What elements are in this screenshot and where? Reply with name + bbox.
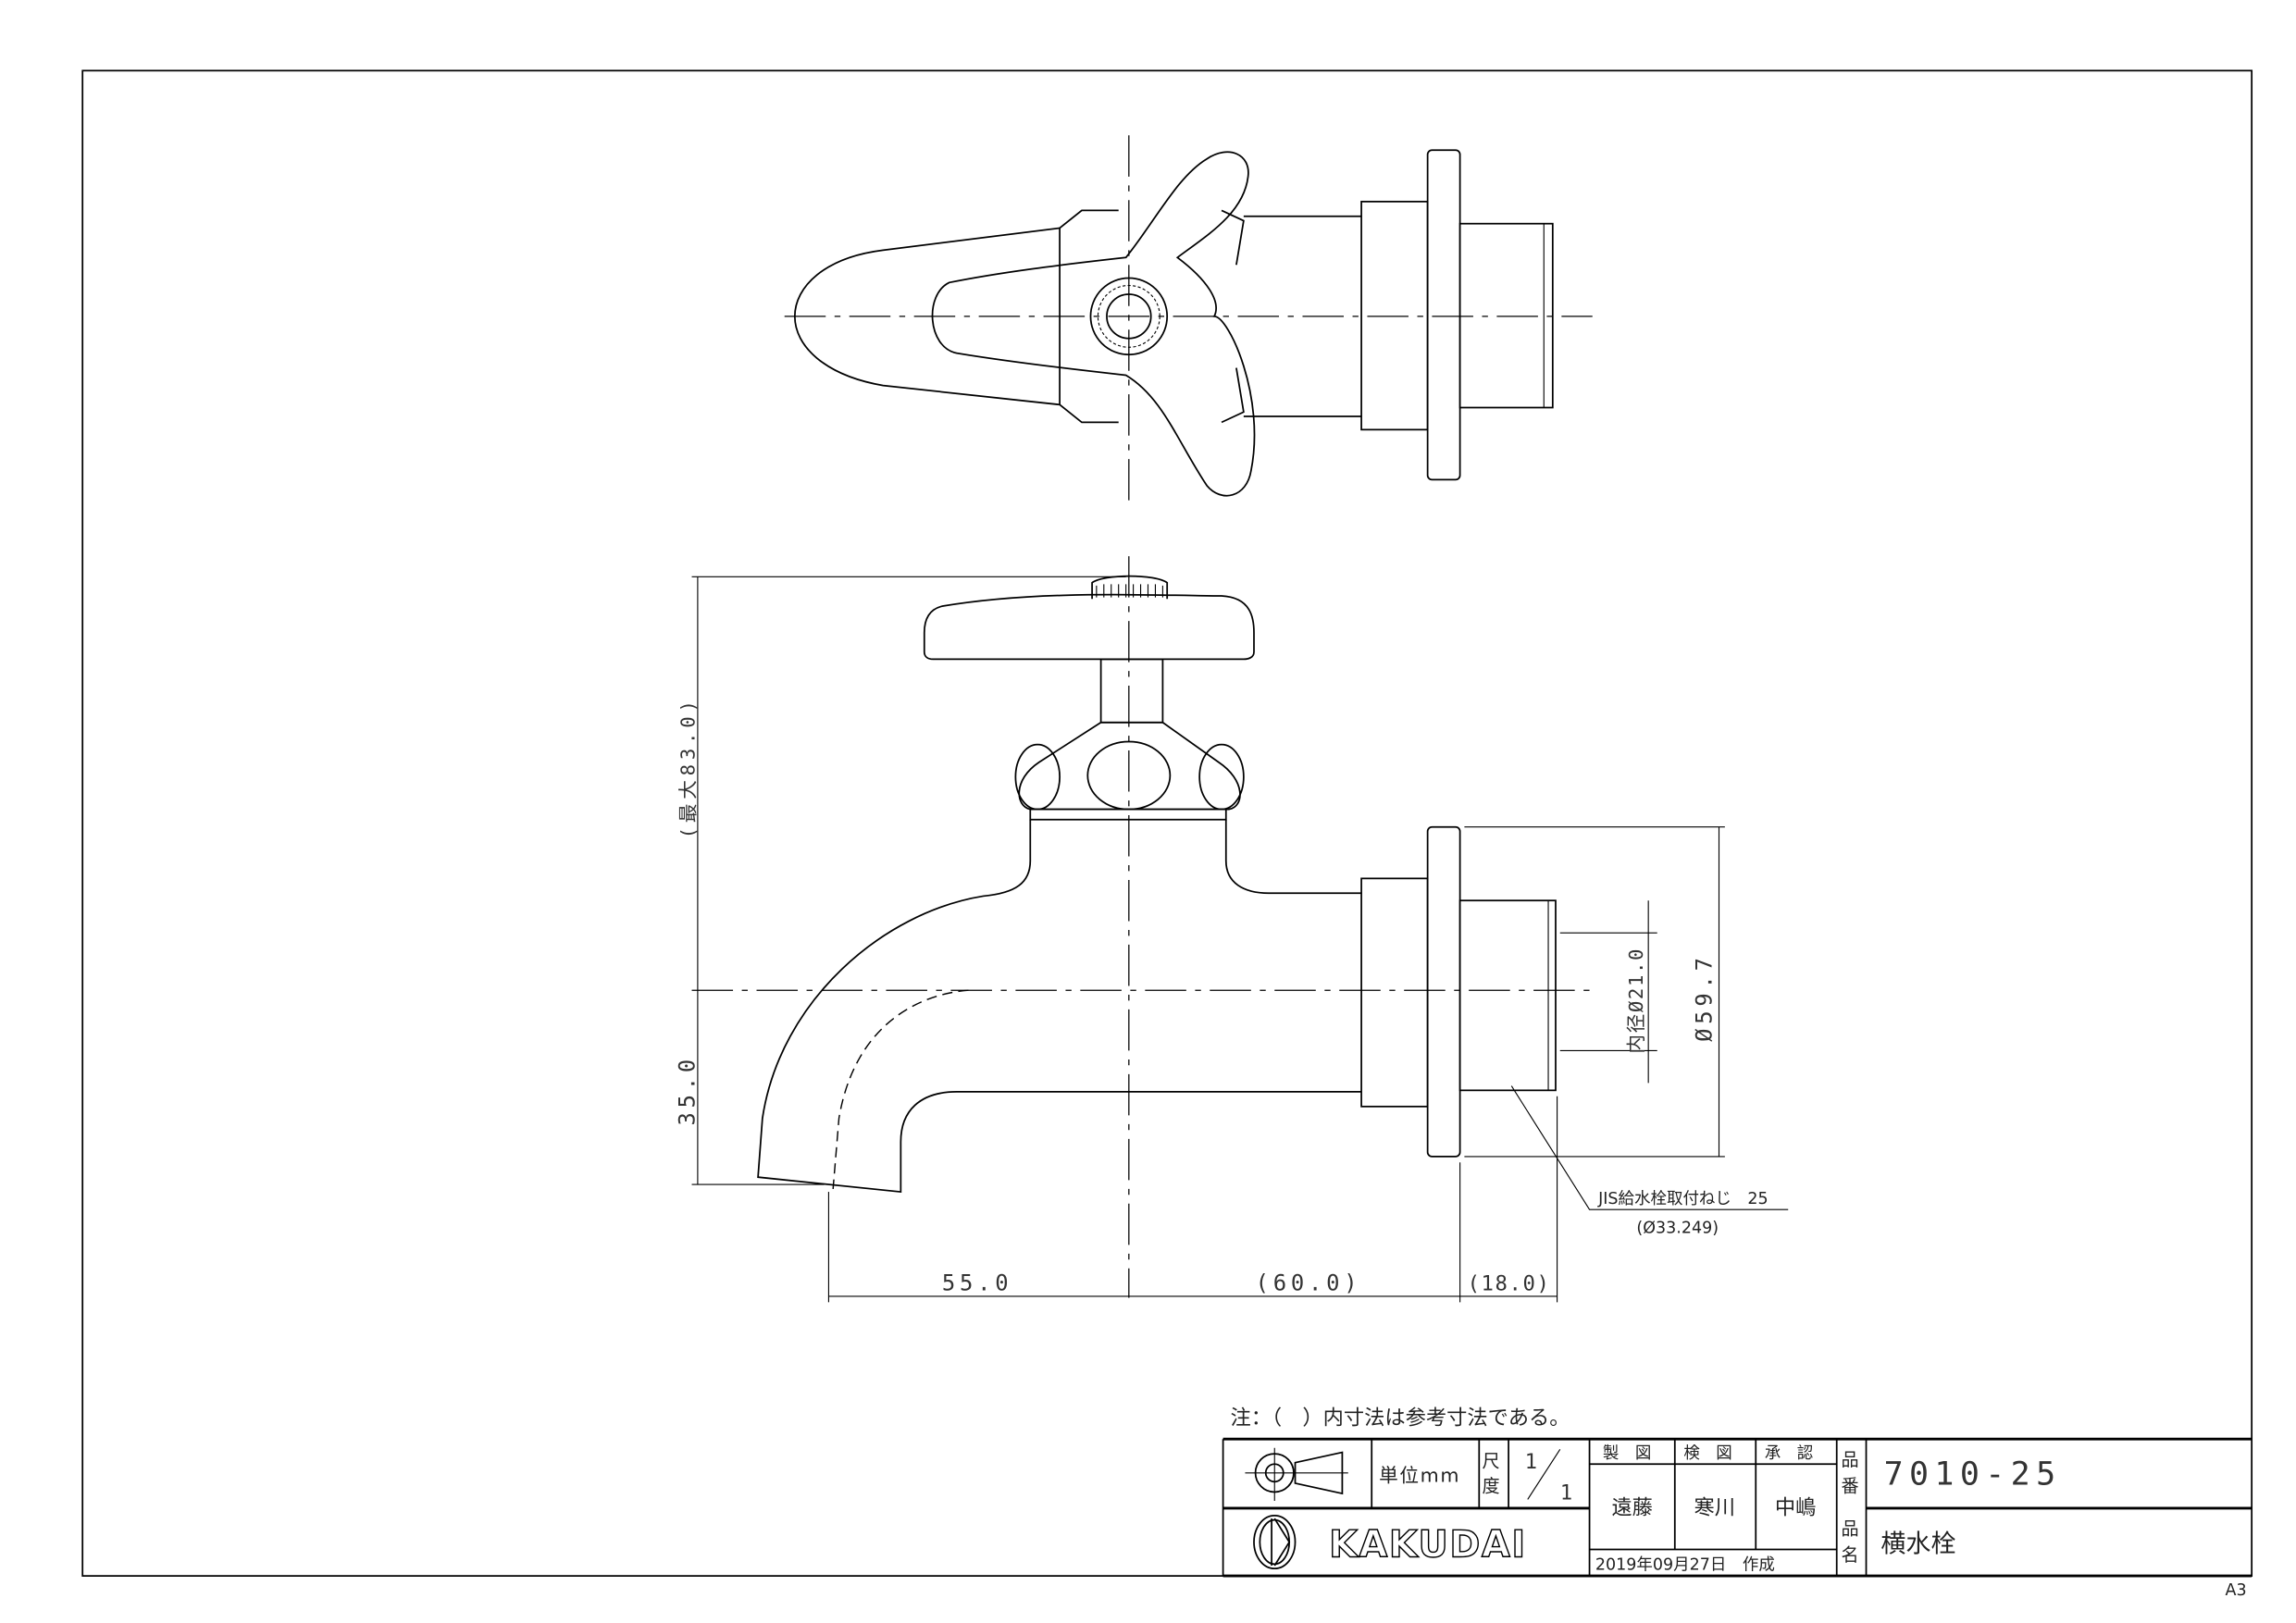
dim-inner-dia: 内径Ø21.0 — [1625, 948, 1647, 1054]
drawing-border — [81, 69, 2253, 1577]
dim-thread-length: (18.0) — [1468, 1272, 1551, 1296]
dim-flange-dia: Ø59.7 — [1692, 953, 1718, 1042]
paper-size: A3 — [2226, 1581, 2247, 1600]
projection-symbol-icon — [1245, 1447, 1348, 1502]
brand-name: KAKUDAI — [1329, 1523, 1527, 1566]
role-checked: 検 図 — [1683, 1444, 1731, 1463]
scale-denominator: 1 — [1560, 1481, 1577, 1505]
kakudai-logo: KAKUDAI — [1253, 1515, 1527, 1570]
role-drafted: 製 図 — [1603, 1444, 1651, 1463]
unit-label: 単位mm — [1379, 1464, 1460, 1486]
name-checker: 寒川 — [1694, 1495, 1735, 1519]
dimensions: (最大83.0) 35.0 55.0 (60.0) (18.0) Ø59.7 内… — [675, 576, 1789, 1303]
title-block: 注：（ ）内寸法は参考寸法である。 単位mm 尺度 1 1 製 図 検 図 承 … — [1222, 1406, 2253, 1600]
product-number: 7010-25 — [1884, 1456, 2062, 1493]
dim-spout-reach: 55.0 — [942, 1270, 1013, 1296]
top-view — [784, 135, 1593, 503]
name-approver: 中嶋 — [1775, 1495, 1817, 1519]
creation-date: 2019年09月27日 作成 — [1595, 1556, 1775, 1575]
side-view — [691, 556, 1593, 1298]
dim-max-height: (最大83.0) — [677, 696, 700, 838]
reference-note: 注：（ ）内寸法は参考寸法である。 — [1231, 1406, 1570, 1430]
dim-spout-drop: 35.0 — [675, 1055, 701, 1126]
role-approved: 承 認 — [1765, 1444, 1813, 1463]
product-name: 横水栓 — [1880, 1530, 1955, 1559]
thread-dia-label: (Ø33.249) — [1636, 1220, 1719, 1238]
dim-body-length: (60.0) — [1256, 1270, 1362, 1296]
product-name-label: 品名 — [1841, 1519, 1858, 1567]
scale-label: 尺度 — [1482, 1451, 1499, 1496]
product-number-label: 品番 — [1841, 1450, 1858, 1497]
name-drafter: 遠藤 — [1611, 1495, 1653, 1519]
scale-numerator: 1 — [1525, 1450, 1542, 1474]
thread-spec-label: JIS給水栓取付ねじ 25 — [1597, 1190, 1769, 1208]
